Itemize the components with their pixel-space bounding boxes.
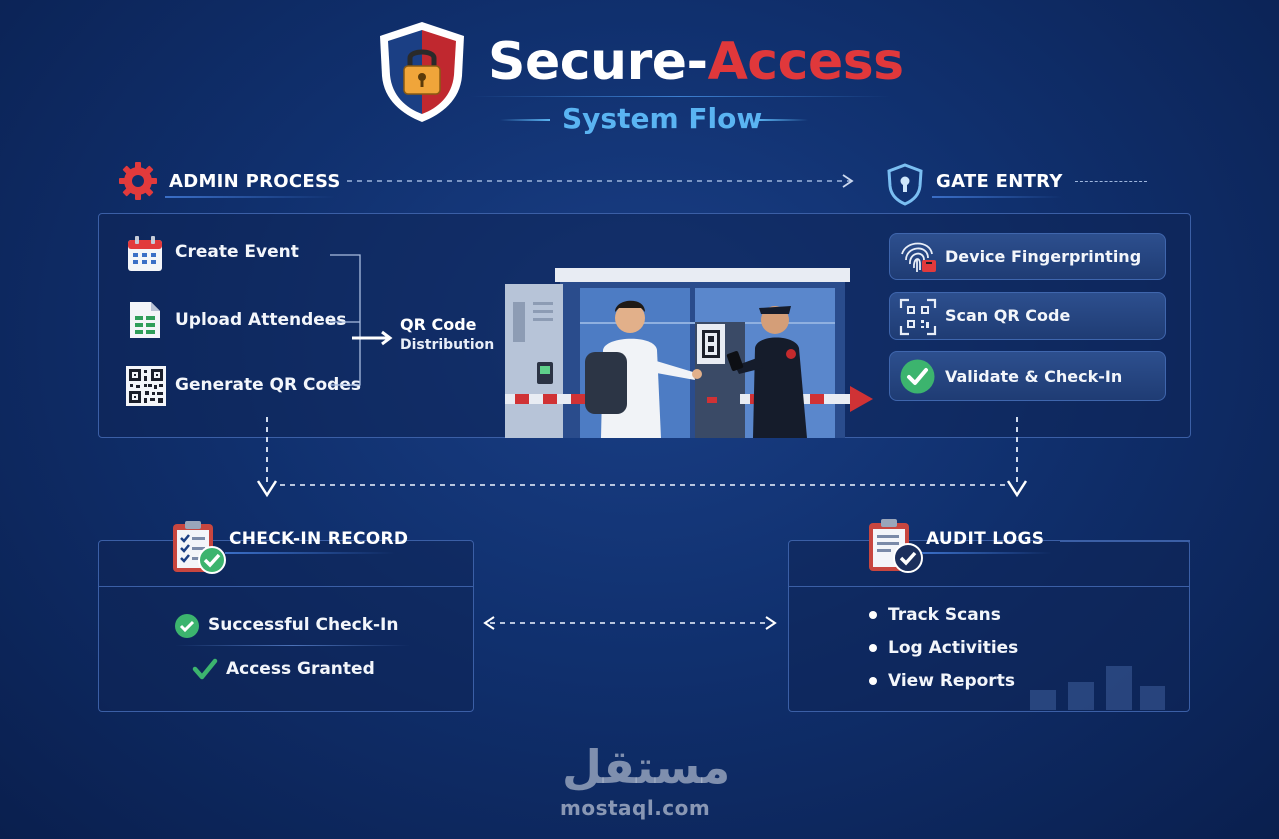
subtitle-line-left [500,119,550,121]
checkin-record-panel [98,540,474,712]
checkin-item-divider [175,645,410,646]
title-divider [470,96,890,97]
gate-item-label: Scan QR Code [945,306,1071,325]
checkmark-icon [192,658,218,680]
admin-heading-underline [165,196,335,198]
gate-item-card [889,351,1166,401]
checkin-item-label: Access Granted [226,659,375,679]
admin-to-gate-arrow [347,174,854,188]
gate-entry-heading: GATE ENTRY [936,171,1063,192]
checkin-record-heading: CHECK-IN RECORD [229,529,409,549]
distribution-label-line2: Distribution [400,337,495,353]
bullet-icon [869,644,877,652]
admin-process-heading: ADMIN PROCESS [169,171,341,192]
admin-bracket-connector [330,254,393,386]
page-subtitle: System Flow [562,102,763,135]
gate-heading-dashes [1075,181,1147,182]
clipboard-check-icon [173,521,226,574]
gate-item-card [889,233,1166,280]
subtitle-line-right [758,119,808,121]
audit-item-label: Log Activities [888,638,1019,658]
shield-lock-logo-icon [380,22,464,122]
check-circle-icon [900,359,935,394]
audit-heading-line [1060,540,1190,542]
admin-item-label: Create Event [175,242,299,262]
bullet-icon [869,677,877,685]
audit-logs-heading: AUDIT LOGS [926,529,1045,549]
flow-connectors [256,417,1028,498]
fingerprint-icon [901,242,936,272]
title-part-access: Access [707,32,905,92]
audit-item-label: Track Scans [888,605,1001,625]
qr-scan-icon [899,298,937,336]
checkin-item-label: Successful Check-In [208,615,399,635]
spreadsheet-icon [130,302,160,338]
checkin-heading-underline [225,552,395,554]
page-title: Secure-Access [488,32,904,92]
bullet-icon [869,611,877,619]
admin-item-label: Generate QR Codes [175,375,361,395]
watermark-domain: mostaql.com [560,796,711,820]
gate-checkpoint-illustration [505,268,873,438]
audit-clipboard-icon [869,519,923,573]
audit-heading-underline [922,552,1052,554]
audit-panel-divider [788,586,1190,587]
gear-icon [119,162,157,200]
shield-keyhole-icon [887,163,923,206]
gate-heading-underline [932,196,1062,198]
admin-item-label: Upload Attendees [175,310,347,330]
check-circle-icon [175,614,199,638]
calendar-icon [128,236,162,271]
title-part-secure: Secure- [488,32,708,92]
gate-item-label: Validate & Check-In [945,367,1123,386]
checkin-panel-divider [98,586,474,587]
audit-item-label: View Reports [888,671,1015,691]
gate-item-label: Device Fingerprinting [945,247,1142,266]
bidirectional-arrow [483,616,777,630]
distribution-label-line1: QR Code [400,315,477,334]
bar-graphic-icon [1030,666,1165,710]
qr-code-icon [126,366,166,406]
watermark-arabic-logo: مستقل [562,740,731,794]
